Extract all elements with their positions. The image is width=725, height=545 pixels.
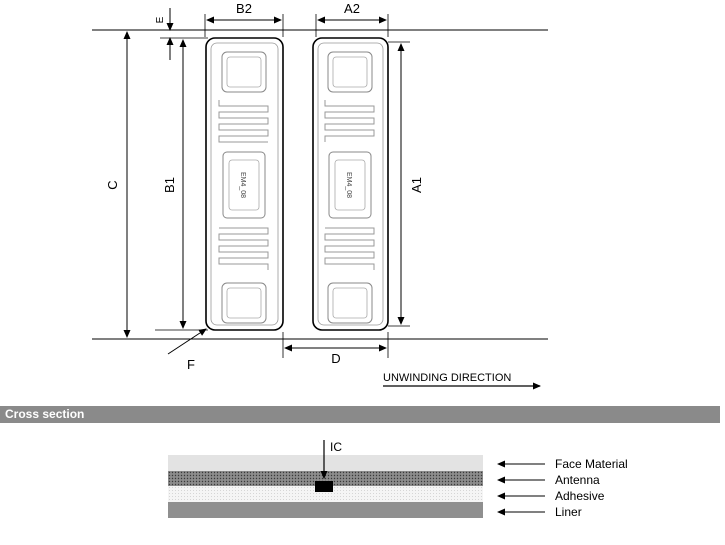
layer-label-face-material: Face Material <box>555 457 628 471</box>
layer-label-antenna: Antenna <box>555 473 600 487</box>
layer-adhesive <box>168 486 483 502</box>
label-b1: B1 <box>162 177 177 193</box>
layer-liner <box>168 502 483 518</box>
label-a2: A2 <box>344 1 360 16</box>
ic-chip <box>315 481 333 492</box>
cross-section-diagram: IC <box>168 440 483 518</box>
layer-label-liner: Liner <box>555 505 582 519</box>
label-a1: A1 <box>409 177 424 193</box>
ic-label: IC <box>330 440 342 454</box>
label-f: F <box>187 357 195 372</box>
layer-label-adhesive: Adhesive <box>555 489 605 503</box>
label-c: C <box>105 180 120 189</box>
label-b2: B2 <box>236 1 252 16</box>
chip-marking: EM4_08 <box>239 172 246 198</box>
label-d: D <box>331 351 340 366</box>
cross-section-header: Cross section <box>0 406 720 423</box>
unwinding-direction-label: UNWINDING DIRECTION <box>383 372 511 384</box>
label-b: EM4_08 <box>205 37 284 331</box>
label-a: EM4_08 <box>312 37 389 331</box>
label-e: E <box>155 16 166 23</box>
pointer-f <box>167 328 207 355</box>
cross-section-title: Cross section <box>5 407 85 421</box>
layer-face-material <box>168 455 483 471</box>
chip-marking: EM4_08 <box>345 172 352 198</box>
